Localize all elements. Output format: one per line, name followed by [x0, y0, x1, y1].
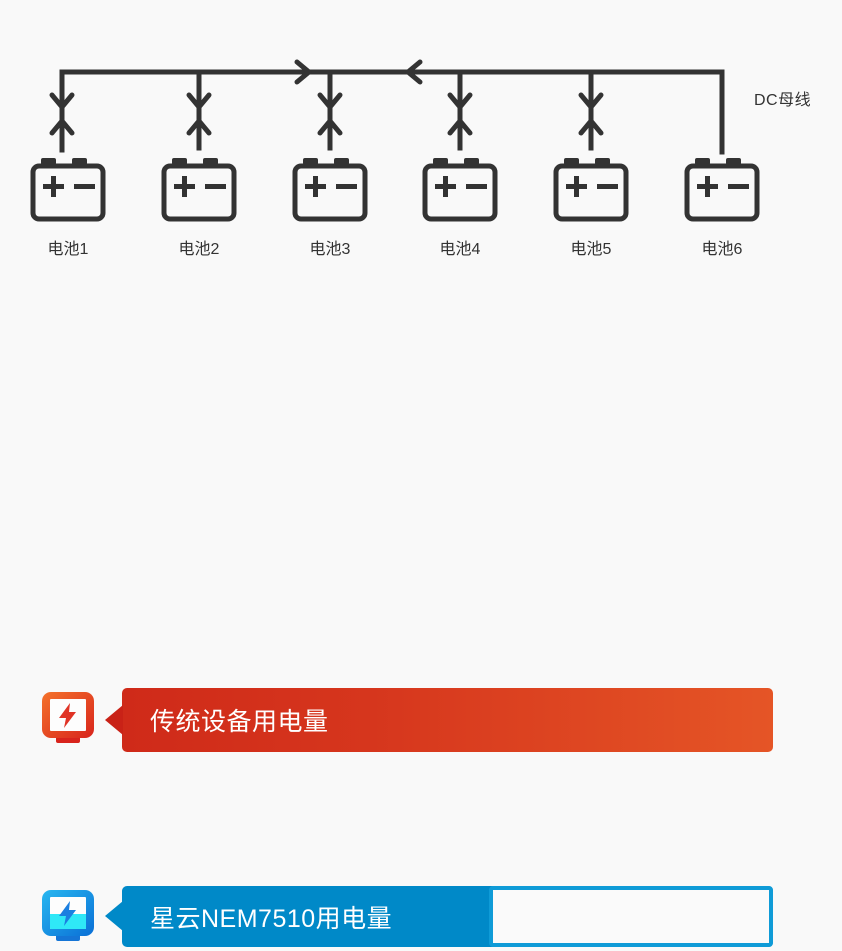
branch-up-arrows — [49, 118, 604, 136]
bar-pointer-nebula — [105, 901, 123, 931]
battery-label: 电池4 — [439, 241, 481, 258]
battery-cell-4: 电池4 — [408, 155, 512, 259]
bus-flow-arrow-right — [294, 59, 312, 85]
battery-cell-3: 电池3 — [278, 155, 382, 259]
bar-traditional: 传统设备用电量 — [105, 688, 773, 752]
battery-label: 电池5 — [570, 241, 612, 258]
battery-icon — [420, 155, 500, 223]
battery-icon — [290, 155, 370, 223]
power-meter-icon — [40, 690, 96, 748]
bus-wiring-svg — [49, 59, 725, 155]
comparison-row-traditional: 传统设备用电量 — [0, 340, 842, 752]
battery-icon — [28, 155, 108, 223]
battery-cell-2: 电池2 — [147, 155, 251, 259]
bar-pointer-traditional — [105, 705, 123, 735]
battery-cell-6: 电池6 — [670, 155, 774, 259]
branch-down-arrows — [49, 92, 604, 110]
bar-label-nebula: 星云NEM7510用电量 — [150, 904, 393, 933]
bar-remaining-outline — [489, 886, 773, 947]
battery-icon — [159, 155, 239, 223]
battery-label: 电池1 — [47, 241, 89, 258]
battery-label: 电池3 — [309, 241, 351, 258]
battery-label: 电池6 — [701, 241, 743, 258]
bar-nebula: 星云NEM7510用电量 — [105, 886, 773, 947]
battery-icon — [551, 155, 631, 223]
power-saving-meter-icon — [40, 888, 96, 946]
bus-flow-arrow-left — [405, 59, 423, 85]
dc-bus-diagram: DC母线 — [0, 0, 842, 300]
bar-label-traditional: 传统设备用电量 — [150, 708, 329, 736]
battery-cell-1: 电池1 — [16, 155, 120, 259]
battery-label: 电池2 — [178, 241, 220, 258]
comparison-row-nebula: 星云NEM7510用电量 — [0, 440, 842, 947]
battery-icon — [682, 155, 762, 223]
dc-bus-label: DC母线 — [754, 92, 812, 109]
battery-cell-5: 电池5 — [539, 155, 643, 259]
